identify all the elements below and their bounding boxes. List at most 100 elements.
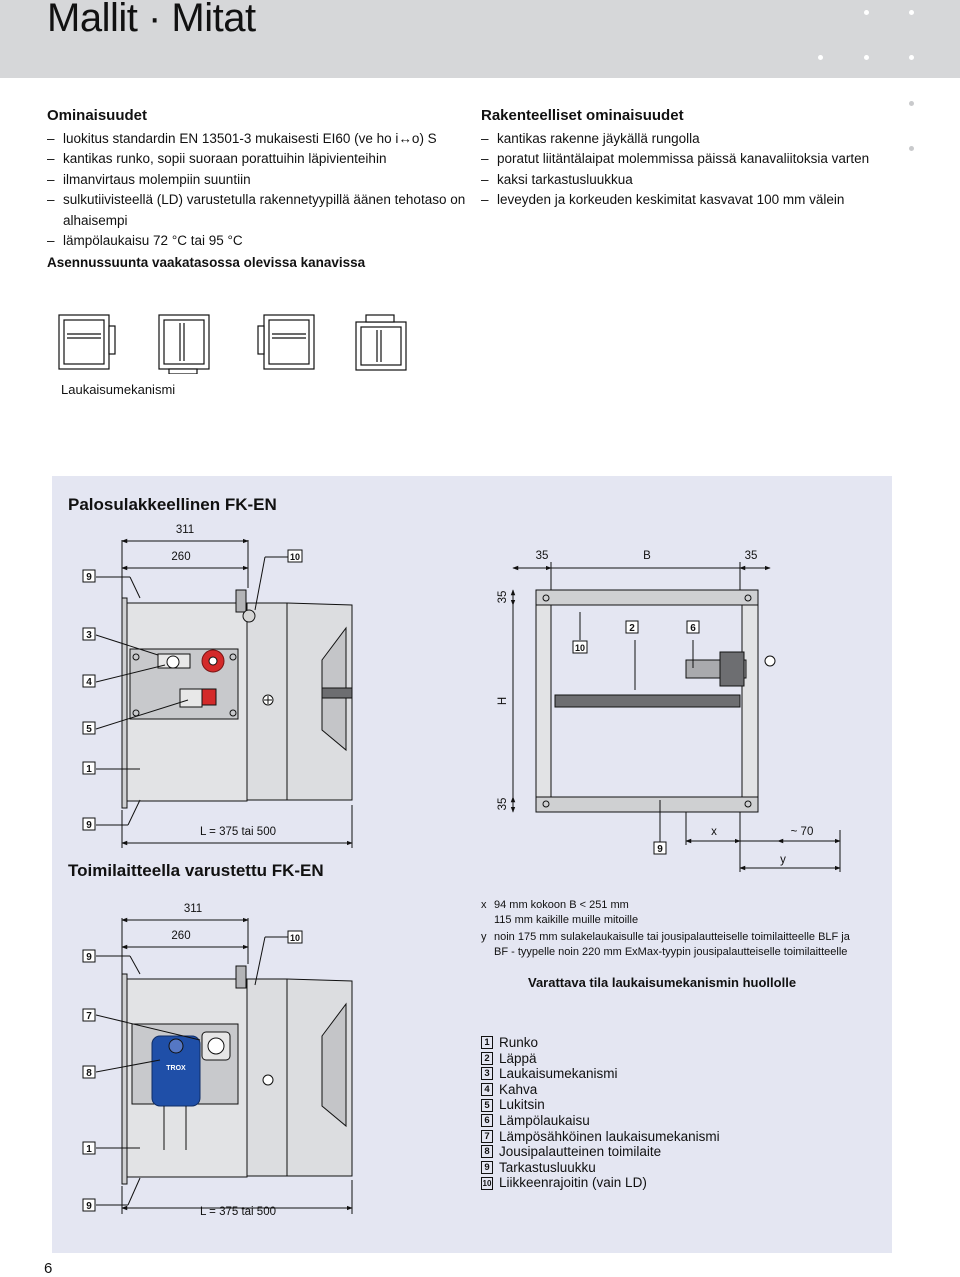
actuator-brand: TROX (166, 1065, 186, 1072)
page-title: Mallit · Mitat (47, 0, 256, 40)
orientation-icon-1 (58, 314, 116, 370)
decor-dot (818, 55, 823, 60)
top-side-view (95, 538, 353, 848)
svg-text:10: 10 (575, 643, 585, 653)
features-section: Ominaisuudet luokitus standardin EN 1350… (47, 106, 467, 273)
decor-dot (909, 146, 914, 151)
svg-text:7: 7 (86, 1011, 92, 1022)
decor-dot (864, 55, 869, 60)
dim-260-label: 260 (171, 930, 190, 942)
svg-text:5: 5 (86, 724, 92, 735)
note-text: BF - tyypelle noin 220 mm ExMax-tyypin j… (494, 945, 848, 958)
callout: 6 (686, 620, 700, 634)
svg-text:9: 9 (86, 952, 92, 963)
page-number: 6 (44, 1260, 53, 1277)
dim-h-label: H (497, 697, 509, 705)
list-item: sulkutiivisteellä (LD) varustetulla rake… (47, 190, 467, 231)
svg-text:1: 1 (86, 764, 92, 775)
dim-l-label: L = 375 tai 500 (200, 1206, 276, 1218)
callout: 10 (287, 930, 303, 944)
callout: 3 (82, 627, 96, 641)
list-item: kantikas runko, sopii suoraan porattuihi… (47, 149, 467, 170)
dim-35-vertical-label: 35 (497, 591, 509, 604)
decor-dot (909, 10, 914, 15)
callout: 9 (653, 841, 667, 855)
orientation-icon-2 (158, 314, 210, 374)
decor-dot (864, 10, 869, 15)
list-item: lämpölaukaisu 72 °C tai 95 °C (47, 231, 467, 252)
svg-text:8: 8 (86, 1068, 92, 1079)
orientation-icons (58, 314, 407, 374)
features-heading: Ominaisuudet (47, 107, 148, 124)
callouts: 9 3 4 5 1 9 10 2 6 10 9 9 7 8 1 9 10 (82, 549, 700, 1212)
dim-70-label: ~ 70 (791, 826, 814, 838)
diagram-top-title: Palosulakkeellinen FK-EN (68, 495, 277, 514)
dim-311-label: 311 (176, 524, 194, 536)
install-note: Asennussuunta vaakatasossa olevissa kana… (47, 254, 366, 270)
list-item: ilmanvirtaus molempiin suuntiin (47, 170, 467, 191)
service-space-note: Varattava tila laukaisumekanismin huollo… (528, 975, 797, 990)
callout: 1 (82, 1141, 96, 1155)
callout: 9 (82, 1198, 96, 1212)
note-text: 94 mm kokoon B < 251 mm (494, 899, 629, 911)
dim-b-label: B (643, 550, 651, 562)
dim-260-label: 260 (171, 551, 190, 563)
svg-text:10: 10 (290, 933, 300, 943)
svg-text:10: 10 (290, 552, 300, 562)
construction-list: kantikas rakenne jäykällä rungolla porat… (481, 129, 901, 211)
note-key: y (481, 931, 487, 943)
svg-text:9: 9 (86, 572, 92, 583)
callout: 9 (82, 569, 96, 583)
callout: 10 (572, 640, 588, 654)
top-front-view (510, 562, 841, 872)
callout: 10 (287, 549, 303, 563)
svg-text:9: 9 (86, 820, 92, 831)
list-item: luokitus standardin EN 13501-3 mukaisest… (47, 129, 467, 150)
dim-311-label: 311 (184, 903, 202, 915)
decor-dot (909, 101, 914, 106)
diagram-bottom-title: Toimilaitteella varustettu FK-EN (68, 861, 324, 880)
list-item: kantikas rakenne jäykällä rungolla (481, 129, 901, 150)
callout: 4 (82, 674, 96, 688)
list-item: leveyden ja korkeuden keskimitat kasvava… (481, 190, 901, 211)
svg-text:9: 9 (86, 1201, 92, 1212)
list-item: kaksi tarkastusluukkua (481, 170, 901, 191)
bottom-side-view (95, 917, 353, 1214)
dimension-labels: 311 260 L = 375 tai 500 35 B 35 35 H 35 … (166, 524, 813, 1218)
page-header: Mallit · Mitat (0, 0, 960, 78)
orientation-icon-4 (355, 314, 407, 371)
note-key: x (481, 899, 487, 911)
note-text: 115 mm kaikille muille mitoille (494, 913, 639, 926)
construction-section: Rakenteelliset ominaisuudet kantikas rak… (481, 106, 901, 211)
svg-text:4: 4 (86, 677, 92, 688)
callout: 9 (82, 949, 96, 963)
dim-35-label: 35 (536, 550, 549, 562)
construction-heading: Rakenteelliset ominaisuudet (481, 107, 684, 124)
decor-dot (909, 55, 914, 60)
svg-text:1: 1 (86, 1144, 92, 1155)
orientation-label: Laukaisumekanismi (61, 382, 176, 397)
dim-l-label: L = 375 tai 500 (200, 826, 276, 838)
svg-text:6: 6 (690, 623, 696, 634)
dim-y-label: y (780, 854, 786, 866)
callout: 8 (82, 1065, 96, 1079)
dim-35-vertical-label: 35 (497, 798, 509, 811)
svg-text:2: 2 (629, 623, 635, 634)
callout: 7 (82, 1008, 96, 1022)
features-list: luokitus standardin EN 13501-3 mukaisest… (47, 129, 467, 252)
callout: 2 (625, 620, 639, 634)
note-text: noin 175 mm sulakelaukaisulle tai jousip… (494, 931, 850, 943)
dimension-notes: x 94 mm kokoon B < 251 mm 115 mm kaikille… (481, 898, 850, 959)
